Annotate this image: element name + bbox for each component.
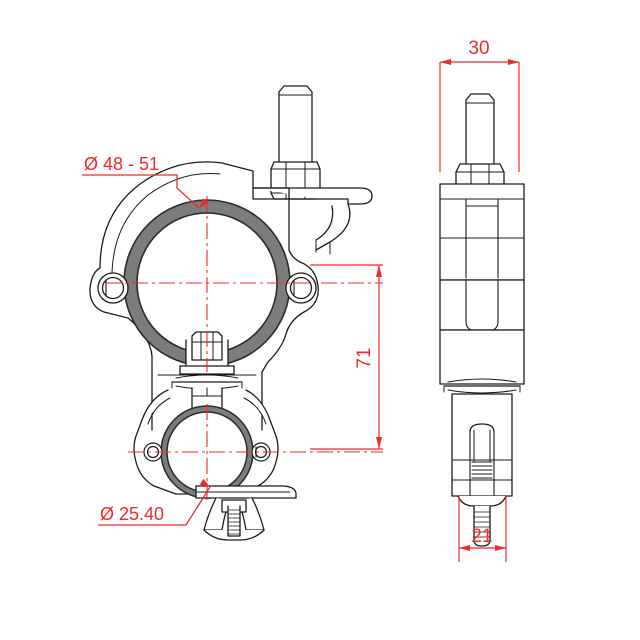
lower-center-bolt-head <box>179 331 235 375</box>
dimension-30-arrow-left <box>440 59 451 65</box>
dimension-30-arrow-right <box>508 59 519 65</box>
side-view-bolt <box>465 93 495 167</box>
dimension-71 <box>310 264 383 450</box>
dimension-71-arrow-top <box>376 265 382 277</box>
right-boss-hole <box>285 272 317 304</box>
dimension-30 <box>439 59 520 172</box>
left-boss-hole <box>97 272 129 304</box>
swivel-joint <box>171 374 243 390</box>
dimension-21-value: 21 <box>471 526 492 547</box>
dimension-71-value: 71 <box>354 347 375 368</box>
dimension-71-arrow-bottom <box>376 437 382 449</box>
side-view-clamp-body <box>439 183 525 497</box>
dimension-21 <box>458 495 507 562</box>
leader-diameter-25-40 <box>98 478 211 526</box>
top-mount-plate <box>252 187 373 205</box>
centerlines <box>105 196 383 500</box>
side-view <box>439 93 525 547</box>
side-view-wing-bolt <box>457 423 507 547</box>
wing-nut-assembly <box>195 485 297 541</box>
annotation-leaders <box>82 174 211 526</box>
leader-diameter-48-51 <box>82 174 209 209</box>
lever-arm <box>315 203 351 255</box>
dimension-30-value: 30 <box>468 38 489 59</box>
dimension-21-arrow-left <box>459 545 470 551</box>
diameter-48-51-label: Ø 48 - 51 <box>84 154 159 174</box>
dimension-21-arrow-right <box>495 545 506 551</box>
front-view <box>89 85 373 541</box>
diameter-25-40-label: Ø 25.40 <box>100 504 164 524</box>
